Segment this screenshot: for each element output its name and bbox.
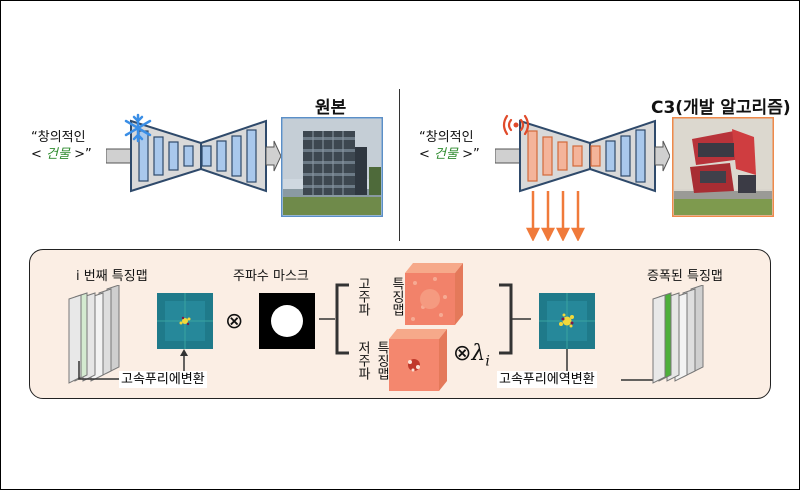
unet-bars-left [138, 129, 257, 183]
mask-label: 주파수 마스크 [233, 269, 309, 284]
unet-diagram-right [495, 119, 670, 193]
output-arrow-right [654, 140, 670, 172]
high-freq-label: 고주파 [355, 277, 370, 316]
fft-label: 고속푸리에변환 [119, 371, 207, 388]
fft-spectrum-1 [157, 293, 213, 349]
input-arrow-right [495, 148, 521, 164]
low-freq-feature-cube [389, 329, 447, 391]
signal-waves-icon [502, 114, 530, 136]
fft-up-arrow [180, 349, 188, 371]
original-building-image [281, 117, 383, 217]
c3-label: C3(개발 알고리즘) [651, 98, 791, 118]
ifft-line [566, 349, 568, 371]
ifft-label: 고속푸리에역변환 [497, 371, 597, 388]
low-freq-label-2: 특징맵 [374, 341, 389, 380]
unet-bars-right [527, 130, 601, 182]
otimes-lambda: ⊗λi [453, 341, 490, 370]
prompt-text-right: “창의적인 < 건물 >” [419, 130, 480, 162]
otimes-mask: ⊗ [225, 309, 244, 334]
low-freq-label: 저주파 [355, 341, 370, 380]
input-arrow-left [106, 148, 132, 164]
fft-spectrum-2 [539, 293, 595, 349]
output-arrow-left [265, 140, 281, 172]
prompt-text-left: “창의적인 < 건물 >” [31, 130, 92, 162]
feature-map-label: i 번째 특징맵 [76, 269, 148, 284]
original-label: 원본 [315, 98, 347, 118]
high-freq-label-2: 특징맵 [389, 277, 404, 316]
high-freq-feature-cube [405, 263, 463, 325]
fft-connector [78, 361, 127, 380]
feature-map-stack [68, 285, 120, 384]
amplified-feature-stack [652, 285, 704, 384]
snowflake-icon [124, 113, 152, 143]
split-bracket [319, 283, 349, 355]
merge-bracket [499, 283, 531, 355]
c3-building-image [672, 117, 774, 217]
amplify-arrows [525, 191, 586, 241]
section-divider [399, 89, 400, 241]
amplified-label: 증폭된 특징맵 [647, 269, 723, 284]
unet-diagram-left [106, 119, 281, 193]
frequency-mask [259, 293, 315, 349]
